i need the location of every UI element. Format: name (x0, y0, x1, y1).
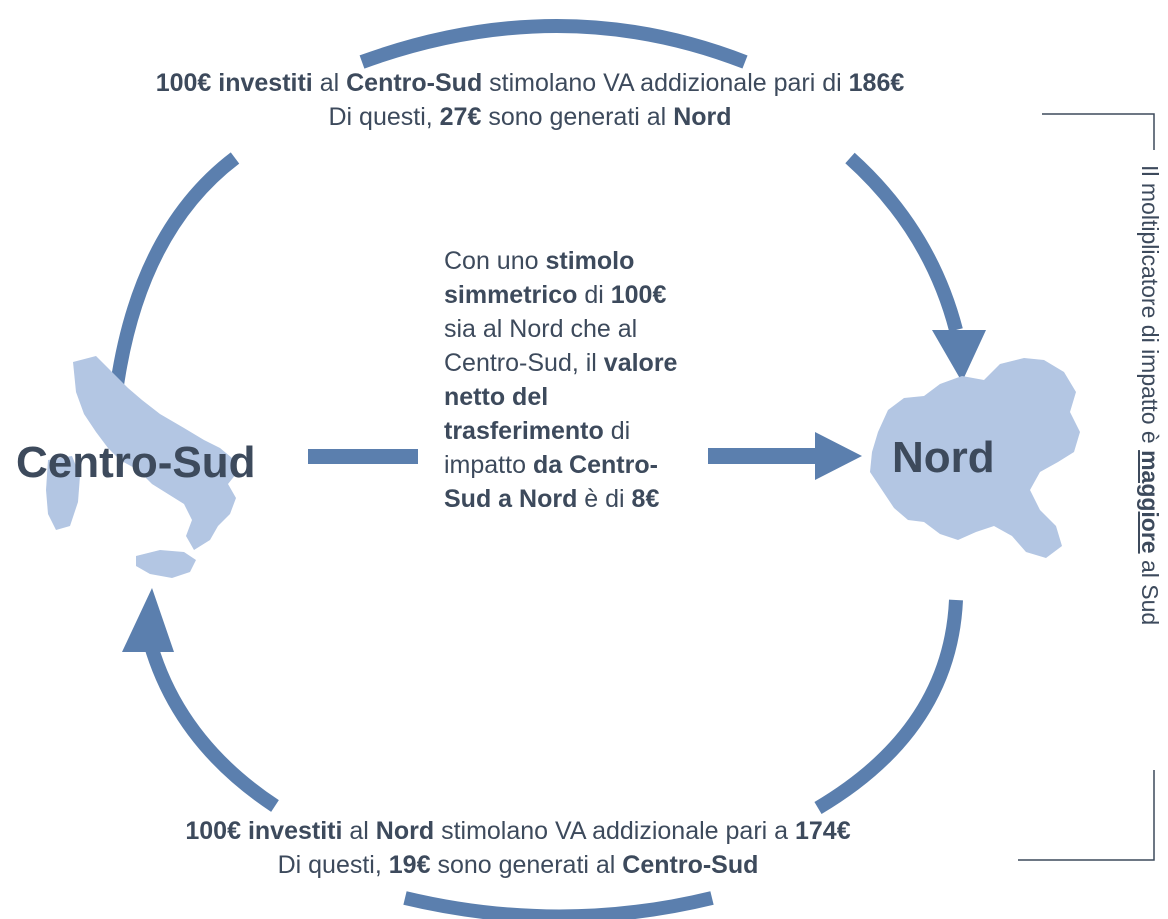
center-text-1: Con uno (444, 247, 546, 275)
arrow-to-nord (845, 152, 963, 332)
top-investiti: investiti (218, 69, 313, 97)
center-explanation: Con uno stimolo simmetrico di 100€ sia a… (444, 244, 684, 516)
center-bold-4: da Centro-Sud a Nord (444, 451, 658, 513)
top-caption: 100€ investiti al Centro-Sud stimolano V… (0, 66, 1060, 134)
bottom-right-arc (814, 599, 963, 815)
bottom-generated-amount: 19€ (388, 851, 431, 879)
side-note-post: al Sud (1137, 553, 1163, 626)
nord-label: Nord (892, 433, 995, 482)
top-caption-line2: Di questi, 27€ sono generati al Nord (0, 100, 1060, 134)
side-note-bold: maggiore (1137, 450, 1163, 554)
bottom-caption-line2: Di questi, 19€ sono generati al Centro-S… (0, 848, 1036, 882)
arrow-to-centro-sud (141, 633, 279, 812)
bottom-arc (403, 891, 714, 919)
top-generated-region: Nord (673, 103, 732, 131)
bottom-total: 174€ (795, 817, 851, 845)
top-pre: Di questi, (328, 103, 440, 131)
bottom-rest: stimolano VA addizionale pari a (434, 817, 795, 845)
top-mid: sono generati al (488, 103, 674, 131)
bottom-amount: 100€ (185, 817, 241, 845)
top-generated-amount: 27€ (439, 103, 482, 131)
bottom-al: al (342, 817, 376, 845)
arrowhead-to-nord (932, 330, 986, 382)
side-note: Il moltiplicatore di impatto è maggiore … (1136, 165, 1163, 625)
center-bold-2: 100€ (610, 281, 667, 309)
center-bold-5: 8€ (631, 485, 660, 513)
center-text-2: di (577, 281, 611, 309)
center-bold-3: valore netto del trasferimento (444, 349, 678, 445)
left-transfer-bar (308, 449, 418, 464)
centro-sud-label: Centro-Sud (16, 438, 256, 487)
bottom-caption: 100€ investiti al Nord stimolano VA addi… (0, 814, 1036, 882)
bottom-pre: Di questi, (277, 851, 389, 879)
center-text-4: di impatto (444, 417, 631, 479)
top-amount: 100€ (155, 69, 212, 97)
top-left-arc (110, 152, 240, 387)
bottom-mid: sono generati al (437, 851, 623, 879)
arrowhead-to-centro-sud (122, 588, 174, 652)
top-total: 186€ (848, 69, 905, 97)
bottom-investiti: investiti (247, 817, 343, 845)
top-caption-line1: 100€ investiti al Centro-Sud stimolano V… (0, 66, 1060, 100)
side-bracket (1018, 113, 1155, 861)
top-arc (359, 19, 748, 69)
nord-map (870, 358, 1080, 558)
center-text-3: sia al Nord che al Centro-Sud, il (444, 315, 638, 377)
side-note-pre: Il moltiplicatore di impatto è (1137, 165, 1163, 451)
top-al: al (312, 69, 347, 97)
center-text-5: è di (577, 485, 632, 513)
center-bold-1: stimolo simmetrico (444, 247, 635, 309)
bottom-caption-line1: 100€ investiti al Nord stimolano VA addi… (0, 814, 1036, 848)
bottom-generated-region: Centro-Sud (622, 851, 759, 879)
centro-sud-map (46, 356, 236, 578)
top-rest: stimolano VA addizionale pari di (482, 69, 849, 97)
top-region: Centro-Sud (346, 69, 483, 97)
right-transfer-bar (708, 448, 818, 464)
bottom-region: Nord (375, 817, 435, 845)
right-transfer-arrowhead (815, 432, 862, 480)
